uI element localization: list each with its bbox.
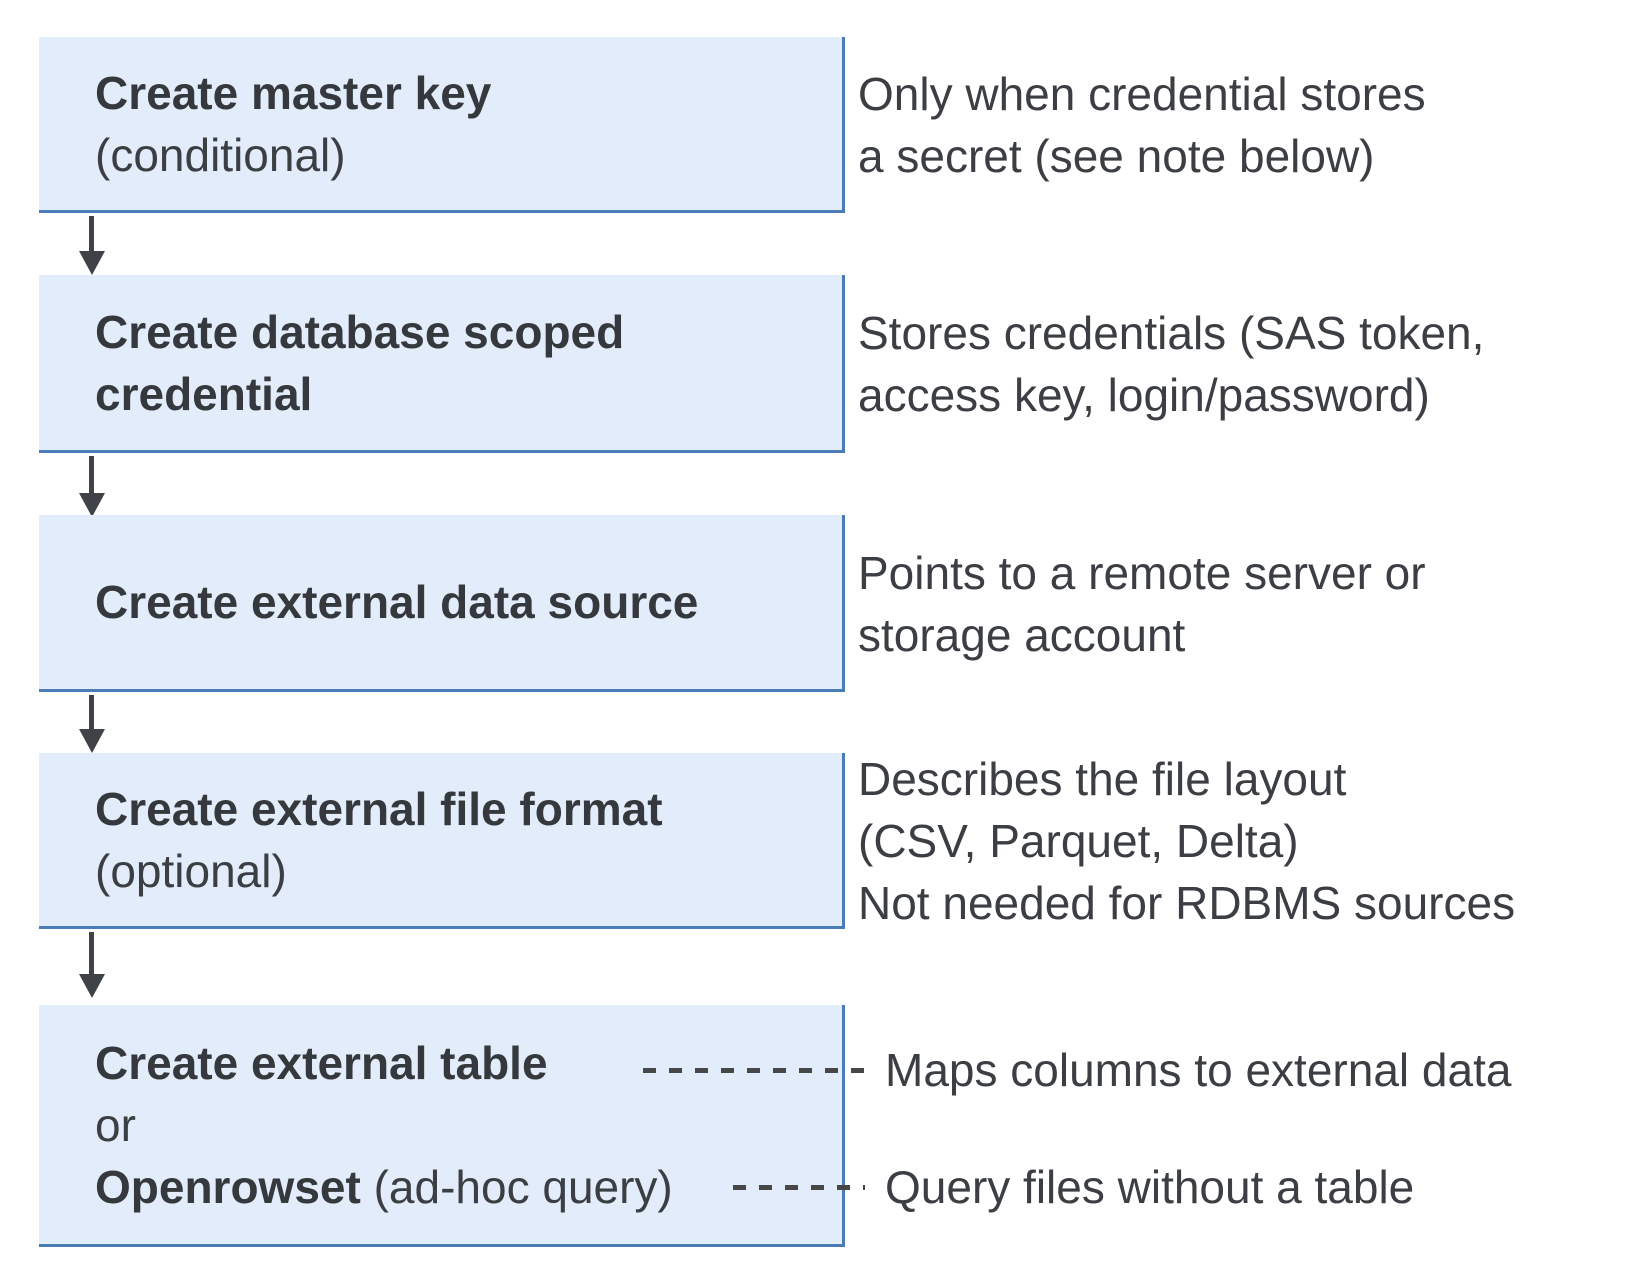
box-subtitle: (conditional) xyxy=(95,124,822,186)
description-line: Points to a remote server or xyxy=(858,547,1426,599)
description-master-key: Only when credential stores a secret (se… xyxy=(858,63,1426,187)
description-line: access key, login/password) xyxy=(858,369,1430,421)
description-line: a secret (see note below) xyxy=(858,130,1375,182)
arrow-head xyxy=(78,493,105,517)
arrow-stem xyxy=(89,932,94,974)
box-subtitle-text: (optional) xyxy=(95,844,287,897)
down-arrow-icon xyxy=(78,932,105,998)
description-scoped-credential: Stores credentials (SAS token, access ke… xyxy=(858,302,1484,426)
down-arrow-icon xyxy=(78,216,105,275)
box-title: credential xyxy=(95,363,822,425)
flow-box-create-database-scoped-credential: Create database scoped credential xyxy=(39,275,845,453)
description-line: Not needed for RDBMS sources xyxy=(858,877,1516,929)
arrow-stem xyxy=(89,695,94,729)
box-or-label: or xyxy=(95,1098,136,1151)
box-title: Create external data source xyxy=(95,571,822,633)
box-title: Create master key xyxy=(95,62,822,124)
box-title-bold: Create external file format xyxy=(95,782,663,835)
description-line: (CSV, Parquet, Delta) xyxy=(858,815,1299,867)
box-title-bold: Create database scoped xyxy=(95,305,625,358)
box-title-regular: (ad-hoc query) xyxy=(360,1160,673,1213)
description-line: storage account xyxy=(858,609,1186,661)
description-line: Query files without a table xyxy=(885,1161,1415,1213)
flow-box-create-external-data-source: Create external data source xyxy=(39,515,845,692)
down-arrow-icon xyxy=(78,695,105,753)
arrow-head xyxy=(78,251,105,275)
dashed-connector-external-table xyxy=(643,1068,867,1073)
box-or-text: or xyxy=(95,1094,822,1156)
description-line: Describes the file layout xyxy=(858,753,1347,805)
box-title: Create database scoped xyxy=(95,301,822,363)
box-subtitle: (optional) xyxy=(95,840,822,902)
description-data-source: Points to a remote server or storage acc… xyxy=(858,542,1426,666)
arrow-head xyxy=(78,729,105,753)
flow-box-create-external-file-format: Create external file format (optional) xyxy=(39,753,845,929)
description-line: Maps columns to external data xyxy=(885,1044,1512,1096)
dashed-connector-openrowset xyxy=(733,1185,865,1190)
box-title: Create external table xyxy=(95,1032,822,1094)
box-title: Create external file format xyxy=(95,778,822,840)
description-openrowset: Query files without a table xyxy=(885,1156,1414,1218)
box-subtitle-text: (conditional) xyxy=(95,128,346,181)
box-title-bold: Openrowset xyxy=(95,1160,361,1213)
box-title-bold: Create external data source xyxy=(95,576,699,628)
description-line: Only when credential stores xyxy=(858,68,1426,120)
box-title-bold: credential xyxy=(95,367,313,420)
box-title-bold: Create master key xyxy=(95,66,492,119)
description-external-table: Maps columns to external data xyxy=(885,1039,1511,1101)
down-arrow-icon xyxy=(78,456,105,517)
flow-box-create-master-key: Create master key (conditional) xyxy=(39,37,845,213)
flow-box-create-external-table-or-openrowset: Create external table or Openrowset (ad-… xyxy=(39,1005,845,1247)
arrow-stem xyxy=(89,216,94,251)
description-line: Stores credentials (SAS token, xyxy=(858,307,1485,359)
description-file-format: Describes the file layout (CSV, Parquet,… xyxy=(858,748,1515,934)
box-title: Openrowset (ad-hoc query) xyxy=(95,1156,822,1218)
arrow-head xyxy=(78,974,105,998)
arrow-stem xyxy=(89,456,94,493)
box-title-bold: Create external table xyxy=(95,1036,548,1089)
